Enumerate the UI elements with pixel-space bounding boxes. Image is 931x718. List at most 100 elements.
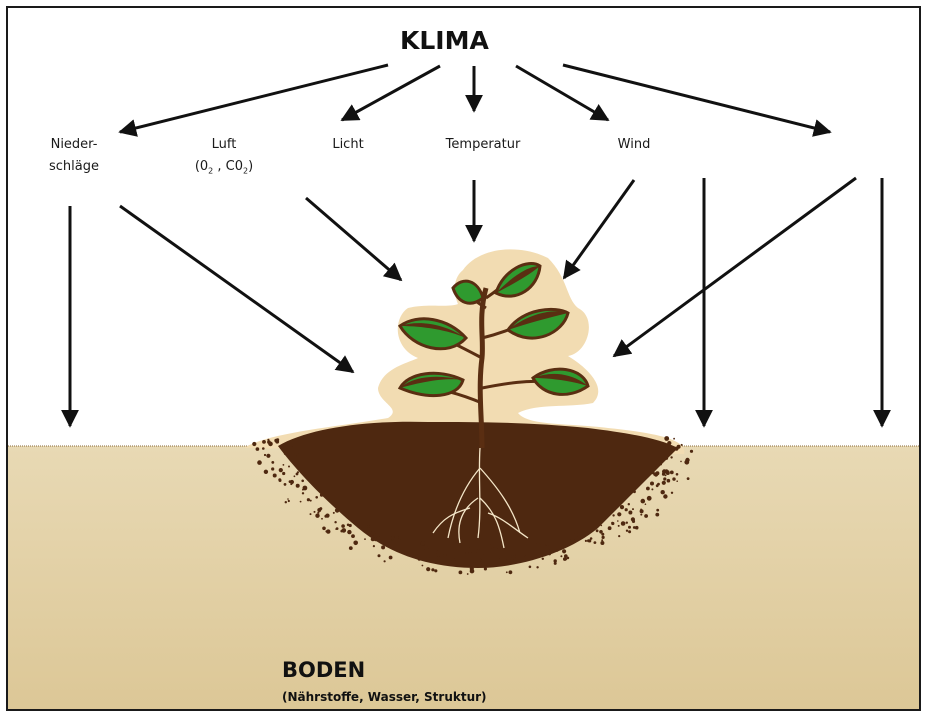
dirt-speck: [600, 541, 604, 545]
dirt-speck: [621, 521, 626, 526]
dirt-speck: [633, 526, 636, 529]
dirt-speck: [483, 558, 485, 560]
dirt-speck: [489, 544, 493, 548]
label-wind: Wind: [606, 134, 662, 156]
diagram-canvas: [8, 8, 921, 711]
dirt-speck: [484, 567, 487, 570]
dirt-speck: [667, 479, 671, 483]
dirt-speck: [611, 522, 613, 524]
dirt-speck: [655, 513, 659, 517]
dirt-speck: [676, 480, 678, 482]
dirt-speck: [335, 508, 340, 513]
dirt-speck: [314, 511, 316, 513]
dirt-speck: [315, 486, 317, 488]
dirt-speck: [436, 551, 440, 555]
dirt-speck: [373, 545, 375, 547]
klima-title: KLIMA: [400, 26, 489, 55]
dirt-speck: [437, 556, 440, 559]
dirt-speck: [628, 503, 630, 505]
dirt-speck: [484, 565, 486, 567]
dirt-speck: [661, 458, 664, 461]
dirt-speck: [656, 509, 659, 512]
dirt-speck: [650, 467, 655, 472]
dirt-speck: [420, 541, 425, 546]
dirt-speck: [664, 436, 669, 441]
dirt-speck: [335, 528, 337, 530]
dirt-speck: [454, 559, 456, 561]
dirt-speck: [342, 528, 347, 533]
dirt-speck: [476, 549, 480, 553]
arrow-diagonal-plant: [614, 178, 856, 356]
dirt-speck: [690, 450, 693, 453]
dirt-speck: [279, 479, 282, 482]
dirt-speck: [333, 512, 335, 514]
dirt-speck: [297, 471, 299, 473]
dirt-speck: [315, 514, 319, 518]
dirt-speck: [367, 525, 370, 528]
dirt-speck: [646, 487, 650, 491]
label-luft-line2: (02 , C02): [178, 156, 270, 183]
dirt-speck: [585, 540, 587, 542]
dirt-speck: [483, 552, 486, 555]
dirt-speck: [626, 522, 628, 524]
dirt-speck: [341, 524, 345, 528]
dirt-speck: [640, 509, 644, 513]
dirt-speck: [283, 464, 285, 466]
dirt-speck: [632, 508, 634, 510]
dirt-speck: [672, 477, 675, 480]
dirt-speck: [594, 541, 597, 544]
dirt-speck: [264, 454, 266, 456]
dirt-speck: [426, 567, 430, 571]
dirt-speck: [631, 517, 635, 521]
dirt-speck: [618, 525, 620, 527]
dirt-speck: [654, 466, 656, 468]
dirt-speck: [321, 518, 323, 520]
dirt-speck: [465, 552, 468, 555]
dirt-speck: [545, 544, 547, 546]
dirt-speck: [377, 536, 381, 540]
label-niederschlaege: Nieder- schläge: [36, 134, 112, 178]
dirt-speck: [271, 467, 274, 470]
dirt-speck: [665, 469, 668, 472]
dirt-speck: [378, 554, 381, 557]
dirt-speck: [645, 503, 647, 505]
dirt-speck: [289, 443, 293, 447]
dirt-speck: [399, 538, 401, 540]
dirt-speck: [320, 493, 323, 496]
dirt-speck: [305, 474, 310, 479]
dirt-speck: [560, 555, 562, 557]
dirt-speck: [681, 444, 683, 446]
dirt-speck: [440, 554, 444, 558]
dirt-speck: [602, 536, 605, 539]
dirt-speck: [257, 460, 262, 465]
dirt-speck: [458, 547, 460, 549]
dirt-speck: [661, 490, 665, 494]
dirt-speck: [262, 440, 266, 444]
dirt-speck: [587, 539, 590, 542]
dirt-speck: [307, 498, 310, 501]
dirt-speck: [371, 531, 376, 536]
dirt-speck: [351, 534, 355, 538]
dirt-speck: [556, 549, 559, 552]
dirt-speck: [542, 558, 544, 560]
dirt-speck: [381, 540, 383, 542]
dirt-speck: [657, 483, 660, 486]
dirt-speck: [644, 514, 648, 518]
arrow-klima-niederschlaege: [120, 65, 388, 132]
dirt-speck: [467, 545, 470, 548]
boden-subtitle: (Nährstoffe, Wasser, Struktur): [282, 690, 487, 704]
dirt-speck: [630, 512, 632, 514]
dirt-speck: [296, 455, 298, 457]
dirt-speck: [271, 461, 274, 464]
dirt-speck: [334, 521, 336, 523]
dirt-speck: [659, 463, 662, 466]
dirt-speck: [640, 514, 642, 516]
arrow-niederschlaege-plant: [120, 206, 353, 372]
dirt-speck: [473, 562, 476, 565]
dirt-speck: [453, 548, 456, 551]
boden-title: BODEN: [282, 658, 365, 682]
dirt-speck: [298, 453, 302, 457]
dirt-speck: [628, 526, 631, 529]
arrow-klima-unlabeled: [563, 65, 830, 132]
dirt-speck: [431, 568, 434, 571]
